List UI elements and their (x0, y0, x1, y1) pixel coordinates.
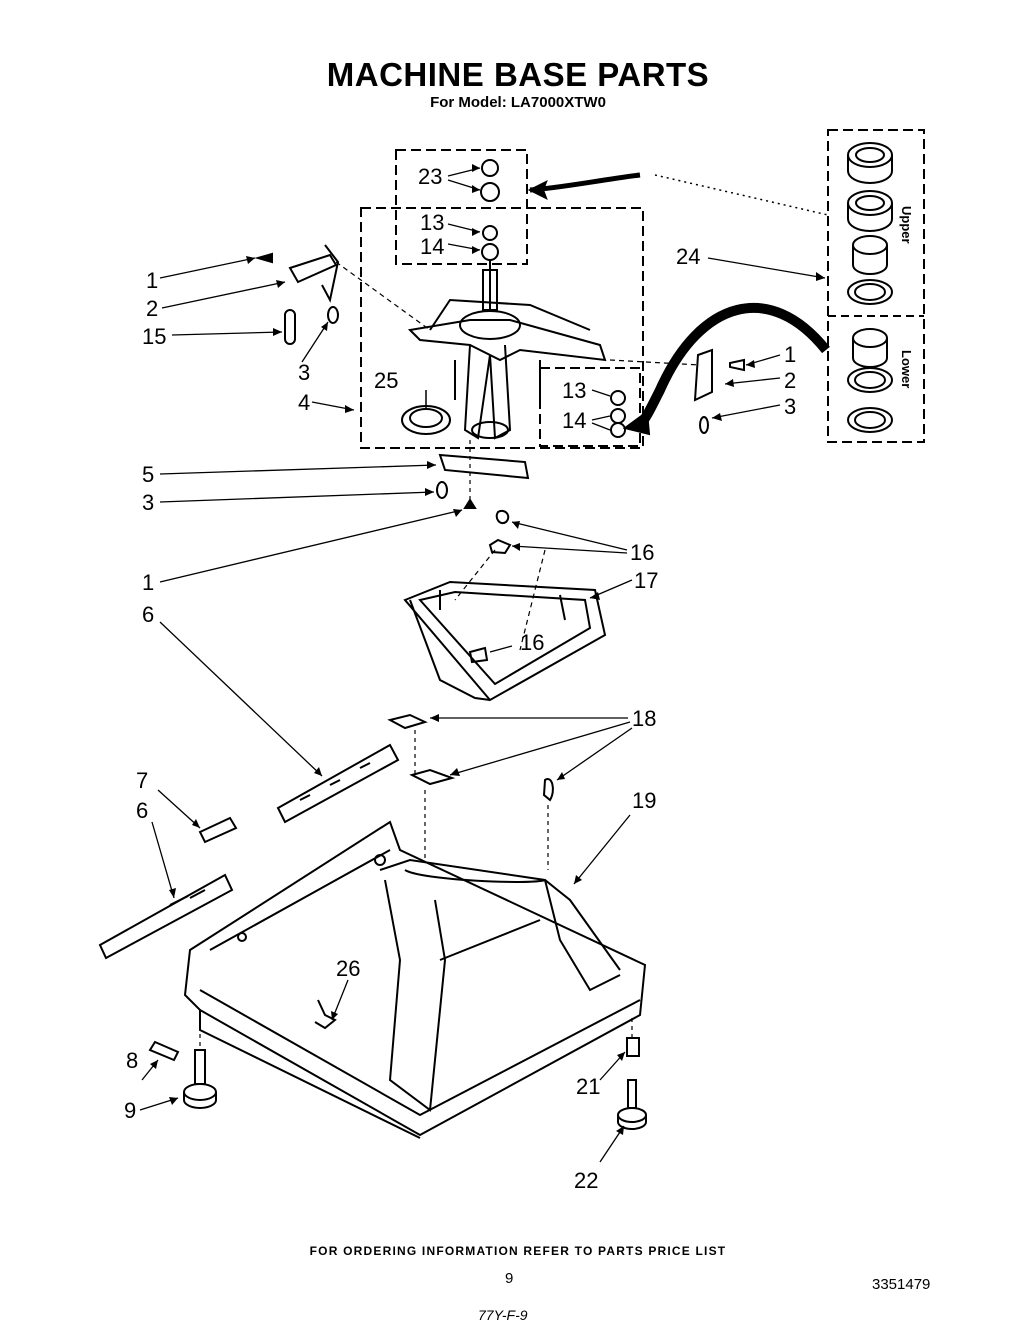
callout-2-left: 2 (146, 296, 159, 321)
callout-4: 4 (298, 390, 311, 415)
callout-23: 23 (418, 164, 443, 189)
callout-13-upper: 13 (420, 210, 445, 235)
kit-lower-label: Lower (899, 350, 914, 389)
page-title: MACHINE BASE PARTS (326, 56, 710, 93)
document-number: 3351479 (872, 1276, 931, 1293)
callout-16-mid: 16 (520, 630, 545, 655)
callout-1-left: 1 (146, 268, 159, 293)
kit-lower-parts (847, 328, 893, 433)
gearcase-assembly (407, 298, 607, 440)
callout-2-right: 2 (784, 368, 797, 393)
callout-24: 24 (676, 244, 701, 269)
handwritten-code: 77Y-F-9 (478, 1307, 528, 1323)
callout-18: 18 (632, 706, 657, 731)
callout-3-left: 3 (298, 360, 311, 385)
ordering-note: FOR ORDERING INFORMATION REFER TO PARTS … (309, 1244, 727, 1258)
machine-base-frame (183, 820, 647, 1139)
callout-19: 19 (632, 788, 657, 813)
arrowheads (150, 164, 825, 1135)
lower-bearing-box (539, 367, 641, 447)
kit-upper-label: Upper (899, 206, 914, 244)
callout-17: 17 (634, 568, 659, 593)
callout-7: 7 (136, 768, 149, 793)
suspension-frame (403, 510, 607, 702)
callout-14-upper: 14 (420, 234, 445, 259)
callout-22: 22 (574, 1168, 599, 1193)
page-number: 9 (505, 1270, 514, 1287)
callout-5: 5 (142, 462, 155, 487)
transmission-box (360, 207, 644, 449)
callout-1-right: 1 (784, 342, 797, 367)
callout-21: 21 (576, 1074, 601, 1099)
callout-3-right: 3 (784, 394, 797, 419)
callout-25: 25 (374, 368, 399, 393)
callout-6-lower: 6 (136, 798, 149, 823)
callout-15: 15 (142, 324, 167, 349)
callout-1-mid: 1 (142, 570, 155, 595)
bearing-kit-box (827, 129, 925, 443)
callout-8: 8 (126, 1048, 139, 1073)
callout-3-mid: 3 (142, 490, 155, 515)
kit-upper-parts (847, 142, 893, 305)
callout-16-top: 16 (630, 540, 655, 565)
callout-14-lower: 14 (562, 408, 587, 433)
callout-6-upper: 6 (142, 602, 155, 627)
callout-9: 9 (124, 1098, 137, 1123)
callout-26: 26 (336, 956, 361, 981)
callout-13-lower: 13 (562, 378, 587, 403)
model-subtitle: For Model: LA7000XTW0 (430, 94, 606, 111)
